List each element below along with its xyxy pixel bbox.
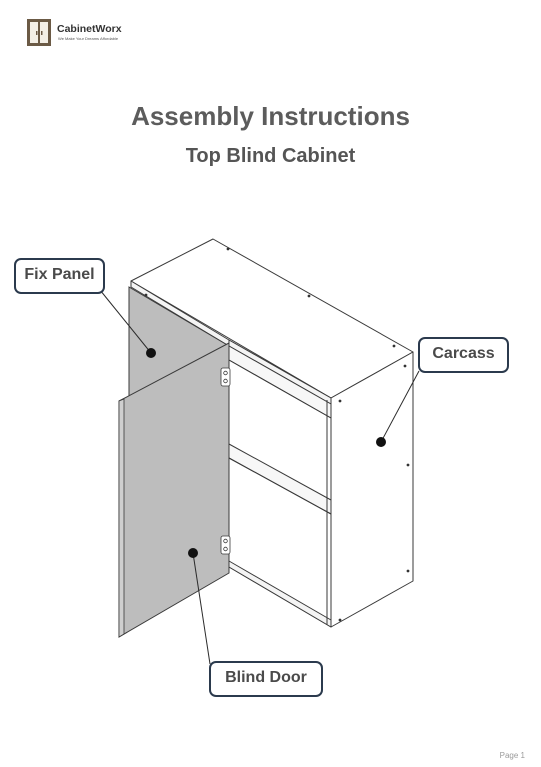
page-number: Page 1 <box>499 751 525 760</box>
page-subtitle: Top Blind Cabinet <box>185 145 356 167</box>
marker-blind-door <box>188 548 198 558</box>
callout-carcass: Carcass <box>418 337 509 373</box>
cabinet-logo-icon <box>27 19 51 46</box>
hinge-icon <box>220 367 231 555</box>
page-title: Assembly Instructions <box>131 101 410 131</box>
marker-carcass <box>376 437 386 447</box>
carcass-right-side <box>330 351 414 628</box>
callout-fix-panel: Fix Panel <box>14 258 105 294</box>
brand-tagline: We Make Your Dreams Affordable <box>58 36 119 41</box>
brand-name: CabinetWorx <box>57 23 122 35</box>
brand-logo: CabinetWorx We Make Your Dreams Affordab… <box>27 19 137 49</box>
marker-fix-panel <box>146 348 156 358</box>
callout-blind-door: Blind Door <box>209 661 323 697</box>
